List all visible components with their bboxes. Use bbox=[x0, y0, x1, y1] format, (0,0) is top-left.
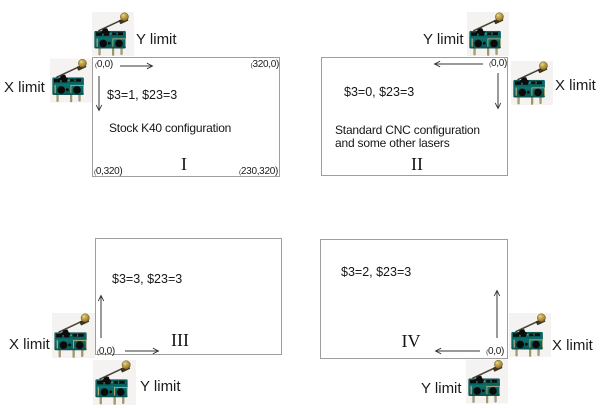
work-area-box-I bbox=[92, 57, 280, 177]
corner-label-I-bottom-right: (230,320) bbox=[239, 165, 278, 177]
corner-label-I-top-right: (320,0) bbox=[250, 58, 280, 70]
x-limit-switch-photo-IV bbox=[509, 312, 551, 358]
y-limit-switch-photo-II bbox=[467, 12, 509, 56]
y-limit-label-III: Y limit bbox=[140, 378, 181, 395]
description-II-line2: and some other lasers bbox=[335, 135, 450, 150]
description-I: Stock K40 configuration bbox=[109, 121, 232, 135]
origin-label-IV: (0,0) bbox=[486, 345, 504, 357]
grbl-settings-II: $3=0, $23=3 bbox=[344, 85, 415, 99]
x-limit-label-III: X limit bbox=[9, 335, 50, 353]
y-limit-switch-photo-III bbox=[93, 360, 136, 405]
grbl-settings-III: $3=3, $23=3 bbox=[112, 272, 183, 286]
x-limit-label-II: X limit bbox=[555, 77, 596, 94]
x-limit-switch-photo-I bbox=[50, 58, 92, 103]
y-limit-switch-photo-I bbox=[92, 12, 134, 56]
y-limit-switch-photo-IV bbox=[466, 359, 508, 404]
y-limit-label-IV: Y limit bbox=[421, 380, 462, 397]
x-limit-switch-photo-III bbox=[52, 313, 95, 358]
y-limit-label-II: Y limit bbox=[423, 30, 464, 48]
work-area-box-III bbox=[95, 238, 282, 355]
origin-label-III: (0,0) bbox=[97, 346, 115, 357]
x-limit-switch-photo-II bbox=[511, 61, 553, 105]
corner-label-I-bottom-left: (0,320) bbox=[94, 165, 123, 177]
grbl-settings-IV: $3=2, $23=3 bbox=[341, 264, 412, 279]
quadrant-numeral-I: I bbox=[181, 154, 187, 174]
quadrant-numeral-IV: IV bbox=[401, 331, 421, 351]
origin-label-I: (0,0) bbox=[95, 58, 113, 70]
description-II-line1: Standard CNC configuration bbox=[335, 123, 480, 137]
y-limit-label-I: Y limit bbox=[136, 30, 177, 48]
work-area-box-II bbox=[321, 57, 508, 176]
x-limit-label-IV: X limit bbox=[552, 336, 593, 354]
origin-label-II: (0,0) bbox=[489, 57, 507, 69]
grbl-settings-I: $3=1, $23=3 bbox=[107, 88, 178, 102]
quadrant-numeral-III: III bbox=[171, 330, 189, 350]
work-area-box-IV bbox=[320, 239, 508, 359]
quadrant-numeral-II: II bbox=[411, 154, 423, 174]
x-limit-label-I: X limit bbox=[4, 79, 45, 96]
